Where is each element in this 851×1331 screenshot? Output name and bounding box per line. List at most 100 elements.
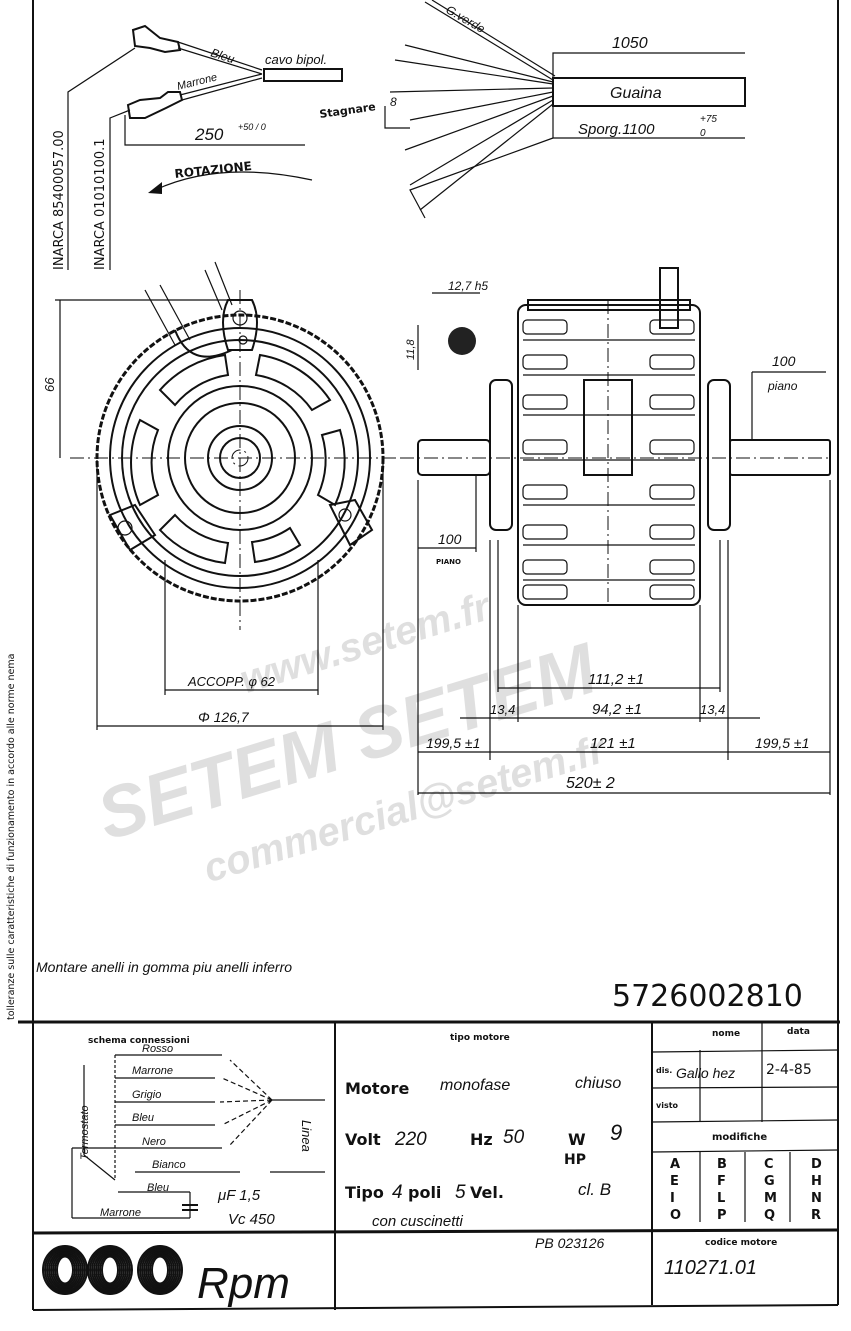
modifications-header: modifiche — [712, 1132, 767, 1143]
right-piano-value: 100 — [772, 353, 796, 369]
hp-label: HP — [564, 1152, 586, 1168]
insulation-class: cl. B — [578, 1180, 611, 1199]
tinning-label: Stagnare — [319, 100, 377, 121]
connector-part-2: INARCA 01010100.1 — [93, 138, 108, 270]
dim-199-left: 199,5 ±1 — [426, 735, 480, 751]
tinning-value: 8 — [390, 95, 397, 109]
dim-520: 520± 2 — [566, 775, 615, 792]
rotation-label: ROTAZIONE — [174, 159, 253, 181]
dim-199-right: 199,5 ±1 — [755, 735, 809, 751]
dim-13-right: 13,4 — [700, 702, 725, 717]
fin-slot — [649, 484, 695, 500]
thermostat-label: Termostato — [79, 1105, 91, 1160]
wire-label: Grigio — [132, 1089, 161, 1101]
revision-letter: H — [811, 1174, 822, 1189]
fin-slot — [649, 319, 695, 335]
fin-slot — [522, 319, 568, 335]
fin-slot — [522, 394, 568, 410]
coil-shape — [97, 1252, 123, 1288]
coil-shape — [50, 1251, 80, 1289]
hz-label: Hz — [470, 1130, 493, 1149]
revision-letter: N — [811, 1191, 822, 1206]
fin-slot — [649, 439, 695, 455]
date-header: data — [787, 1027, 810, 1037]
coil-shape — [151, 1255, 169, 1285]
drawn-signature: Gallo hez — [676, 1065, 735, 1081]
watt-value: 9 — [610, 1120, 622, 1145]
assembly-note: Montare anelli in gomma piu anelli infer… — [36, 959, 292, 975]
revision-letter: E — [670, 1174, 679, 1189]
revision-letter: I — [670, 1191, 675, 1206]
fin-slot — [522, 524, 568, 540]
coil-shape — [149, 1254, 171, 1286]
coil-shape — [141, 1248, 179, 1292]
coil-shape — [52, 1252, 78, 1288]
wire-label-marrone: Marrone — [176, 71, 219, 93]
coil-shape — [91, 1248, 129, 1292]
dim-66: 66 — [42, 377, 57, 392]
title-block — [32, 1022, 839, 1310]
dim-1050: 1050 — [612, 35, 648, 52]
sheath-label: Guaina — [610, 85, 662, 102]
dim-13-left: 13,4 — [490, 702, 515, 717]
poles-label: poli — [408, 1183, 441, 1202]
revision-letter: R — [811, 1208, 821, 1223]
fin-slot — [522, 484, 568, 500]
connector-part-1: INARCA 85400057.00 — [52, 130, 67, 270]
fin-slot — [649, 524, 695, 540]
capacitance: μF 1,5 — [217, 1187, 261, 1204]
revision-letter: F — [717, 1174, 726, 1189]
fin-slot — [522, 354, 568, 370]
fin-slot — [649, 559, 695, 575]
rpm-logo: Rpm — [42, 1245, 290, 1308]
right-piano-label: piano — [767, 379, 798, 393]
motor-label: Motore — [345, 1079, 409, 1098]
revision-letter: A — [670, 1157, 680, 1172]
bearings-note: con cuscinetti — [372, 1213, 464, 1230]
coil-shape — [44, 1246, 86, 1294]
fin-slot — [649, 584, 695, 600]
motor-side-view — [400, 267, 831, 795]
coil-shape — [99, 1254, 121, 1286]
motor-code-label: codice motore — [705, 1238, 777, 1248]
coil-shape — [87, 1245, 133, 1295]
drawn-label: dis. — [656, 1066, 672, 1075]
name-header: nome — [712, 1029, 740, 1039]
revision-letter: P — [717, 1208, 727, 1223]
motor-front-view — [55, 261, 405, 730]
coil-shape — [89, 1246, 131, 1294]
revision-letter: L — [717, 1191, 725, 1206]
revision-letter: D — [811, 1157, 822, 1172]
dim-94: 94,2 ±1 — [592, 701, 642, 718]
wire-label: Bianco — [152, 1159, 186, 1171]
setem-watermark: www.setem.fr SETEM SETEM commercial@sete… — [88, 584, 612, 891]
fin-slot — [522, 439, 568, 455]
coil-shape — [93, 1249, 127, 1291]
coil-shape — [101, 1255, 119, 1285]
motor-code: 110271.01 — [664, 1257, 757, 1279]
logo-text: Rpm — [197, 1259, 290, 1308]
hz-value: 50 — [503, 1127, 525, 1148]
schema-title: schema connessioni — [88, 1036, 190, 1046]
fin-slot — [522, 584, 568, 600]
motor-phase: monofase — [440, 1077, 510, 1094]
side-tolerance-note: tolleranze sulle caratteristiche di funz… — [6, 654, 17, 1020]
motor-type-header: tipo motore — [450, 1033, 510, 1043]
motor-enclosure: chiuso — [575, 1075, 621, 1092]
coil-shape — [143, 1249, 177, 1291]
volt-value: 220 — [394, 1129, 427, 1150]
wire-label: Marrone — [100, 1207, 141, 1219]
shaft-flat: 11,8 — [405, 339, 417, 360]
dim-111: 111,2 ±1 — [588, 671, 644, 688]
left-piano-label: PIANO — [436, 558, 461, 566]
volt-label: Volt — [345, 1130, 381, 1149]
coil-shape — [137, 1245, 183, 1295]
revision-letter: O — [670, 1208, 681, 1223]
dim-250-tolerance: +50 / 0 — [238, 122, 266, 132]
fin-slot — [649, 394, 695, 410]
coil-shape — [139, 1246, 181, 1294]
left-piano-value: 100 — [438, 531, 462, 547]
drawing-number: 5726002810 — [612, 979, 803, 1014]
revision-letter: M — [764, 1191, 777, 1206]
